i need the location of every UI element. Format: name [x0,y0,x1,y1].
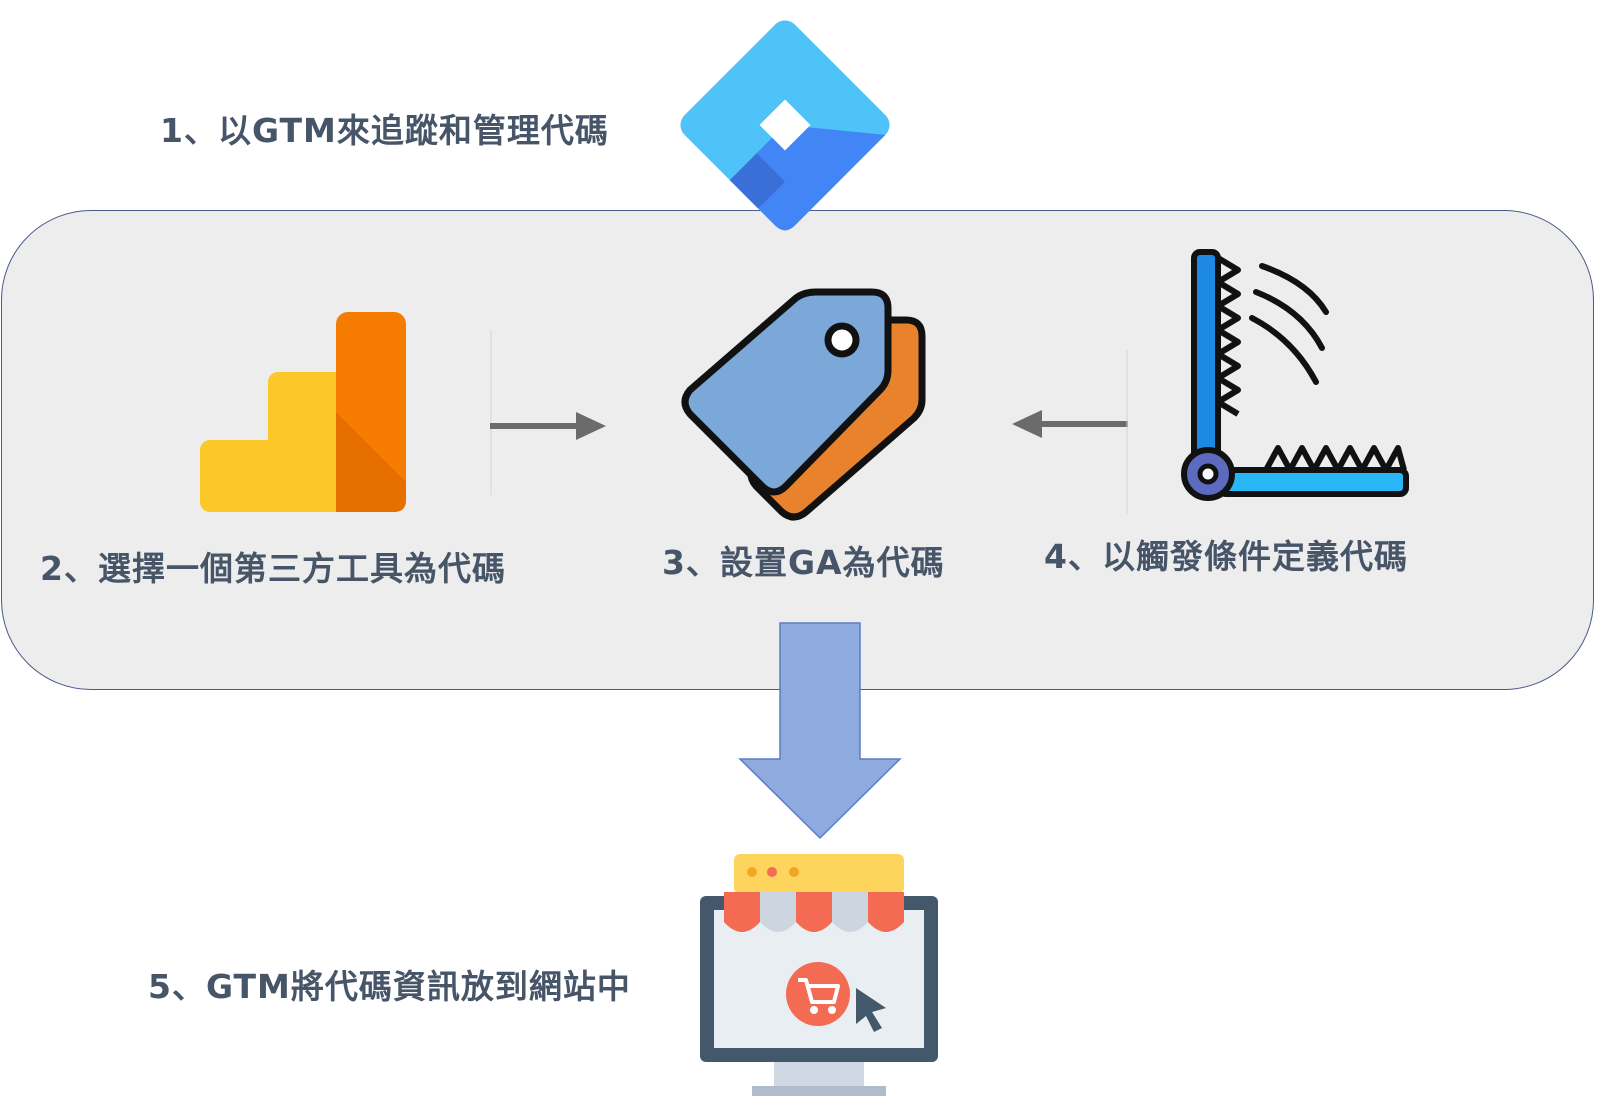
step-2-label: 2、選擇一個第三方工具為代碼 [40,549,506,588]
step-1-label: 1、以GTM來追蹤和管理代碼 [160,111,609,150]
tag-icon [681,288,926,521]
gtm-logo-icon [680,20,890,231]
arrow-right-icon [490,412,606,440]
trigger-trap-icon [1181,249,1409,501]
divider-line-right [1126,350,1128,515]
big-down-arrow-icon [738,622,902,840]
step-5-label: 5、GTM將代碼資訊放到網站中 [148,967,631,1006]
divider-line [490,330,492,495]
step-3-label: 3、設置GA為代碼 [662,543,945,582]
online-store-icon [700,854,938,1096]
step-4-label: 4、以觸發條件定義代碼 [1044,537,1408,576]
google-analytics-icon [200,312,406,512]
arrow-left-icon [1012,410,1128,438]
